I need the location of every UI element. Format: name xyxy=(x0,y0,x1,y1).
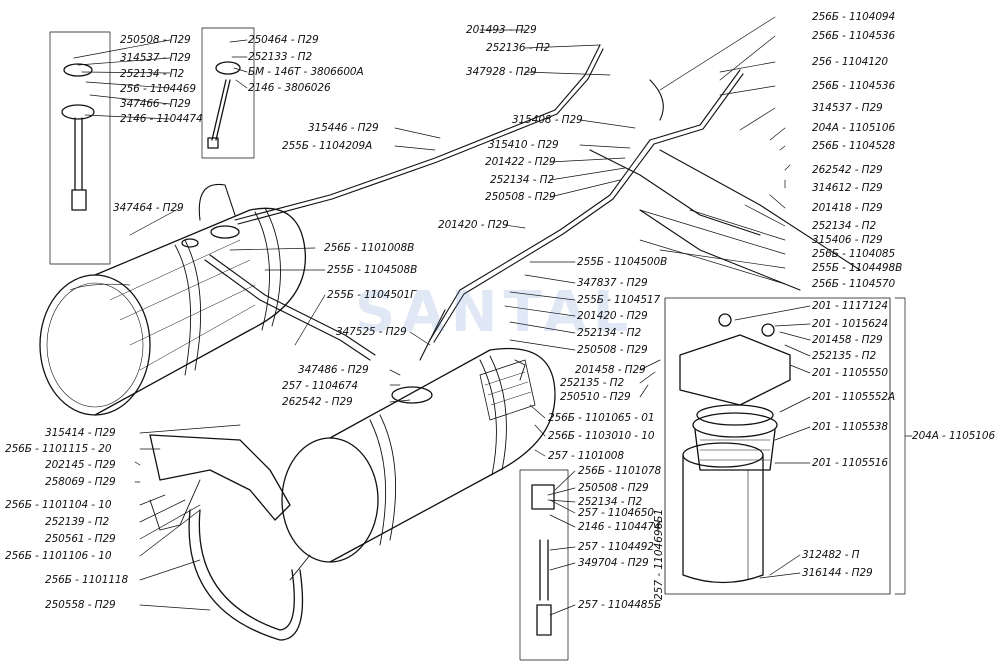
intake-tube-inset xyxy=(519,469,569,661)
fuel-lines xyxy=(198,44,861,361)
part-label: 314537 - П29 xyxy=(812,102,883,114)
part-label: 262542 - П29 xyxy=(282,396,353,408)
part-label: 256Б - 1101078 xyxy=(578,465,662,477)
part-label: 204А - 1105106 xyxy=(912,430,996,442)
leader-lines xyxy=(73,16,913,616)
part-label: 201422 - П29 xyxy=(485,156,556,168)
part-label: 2146 - 3806026 xyxy=(248,82,331,94)
part-label: 201420 - П29 xyxy=(577,310,648,322)
part-label: 347464 - П29 xyxy=(113,202,184,214)
part-label: 250508 - П29 xyxy=(120,34,191,46)
part-label: 256Б - 1101115 - 20 xyxy=(5,443,112,455)
level-sensor-inset xyxy=(201,27,255,159)
part-label: 201 - 1105552А xyxy=(812,391,896,403)
part-label: 255Б - 1104498В xyxy=(812,262,903,274)
part-label: БМ - 146Т - 3806600А xyxy=(248,66,364,78)
part-label: 204А - 1105106 xyxy=(812,122,896,134)
part-label: 202145 - П29 xyxy=(45,459,116,471)
part-label: 256Б - 1103010 - 10 xyxy=(548,430,655,442)
part-label: 201 - 1117124 xyxy=(812,300,888,312)
part-label: 201458 - П29 xyxy=(812,334,883,346)
part-label: 201 - 1105538 xyxy=(812,421,888,433)
part-label: 347466 - П29 xyxy=(120,98,191,110)
part-label: 256Б - 1101118 xyxy=(45,574,129,586)
middle-fuel-tank xyxy=(281,347,556,563)
watermark-text: SANTAL xyxy=(355,280,635,345)
part-label: 2146 - 1104474 xyxy=(578,521,661,533)
part-label: 315446 - П29 xyxy=(308,122,379,134)
part-label: 250508 - П29 xyxy=(577,344,648,356)
part-label: 257 - 1104485Б xyxy=(578,599,662,611)
part-label: 257 - 1104650 xyxy=(578,507,654,519)
part-label: 252135 - П2 xyxy=(560,377,625,389)
tank-bracket xyxy=(149,434,311,641)
part-label: 250558 - П29 xyxy=(45,599,116,611)
part-label: 201 - 1105550 xyxy=(812,367,888,379)
part-label: 201458 - П29 xyxy=(575,364,646,376)
part-label: 252135 - П2 xyxy=(812,350,877,362)
part-label: 256Б - 1104536 xyxy=(812,30,896,42)
part-label: 255Б - 1104500В xyxy=(577,256,668,268)
part-label: 201418 - П29 xyxy=(812,202,883,214)
part-label: 252133 - П2 xyxy=(248,51,313,63)
part-label: 256Б - 1101065 - 01 xyxy=(548,412,655,424)
part-label: 316144 - П29 xyxy=(802,567,873,579)
part-label: 252134 - П2 xyxy=(120,68,185,80)
part-label: 250510 - П29 xyxy=(560,391,631,403)
part-label: 256Б - 1101104 - 10 xyxy=(5,499,112,511)
part-label: 256Б - 1104094 xyxy=(812,11,896,23)
part-label: 256Б - 1104570 xyxy=(812,278,896,290)
part-label: 256Б - 1101106 - 10 xyxy=(5,550,112,562)
part-label: 315410 - П29 xyxy=(488,139,559,151)
part-label: 252134 - П2 xyxy=(812,220,877,232)
part-label: 255Б - 1104508В xyxy=(327,264,418,276)
part-label: 347525 - П29 xyxy=(336,326,407,338)
part-label: 257 - 1104492 xyxy=(578,541,654,553)
part-label: 250561 - П29 xyxy=(45,533,116,545)
part-label: 347928 - П29 xyxy=(466,66,537,78)
part-label: 314537 - П29 xyxy=(120,52,191,64)
left-fuel-tank xyxy=(39,207,307,416)
fuel-filter xyxy=(664,297,891,595)
part-label: 257 - 1104674 xyxy=(282,380,358,392)
part-label: 252134 - П2 xyxy=(577,327,642,339)
part-label: 256 - 1104469 xyxy=(120,83,196,95)
part-label: 250508 - П29 xyxy=(578,482,649,494)
part-label: 252134 - П2 xyxy=(578,496,643,508)
part-label: 252134 - П2 xyxy=(490,174,555,186)
part-label: 2146 - 1104474 xyxy=(120,113,203,125)
part-label: 257 - 1101008 xyxy=(548,450,624,462)
part-label: 256Б - 1104528 xyxy=(812,140,896,152)
part-label: 255Б - 1104517 xyxy=(577,294,661,306)
part-label: 315414 - П29 xyxy=(45,427,116,439)
fuel-gauge-sender-inset xyxy=(49,31,111,265)
part-label: 252136 - П2 xyxy=(486,42,551,54)
part-label: 256 - 1104120 xyxy=(812,56,888,68)
part-label: 256Б - 1101008В xyxy=(324,242,415,254)
part-label: 201493 - П29 xyxy=(466,24,537,36)
part-label: 201 - 1015624 xyxy=(812,318,888,330)
part-label: 250464 - П29 xyxy=(248,34,319,46)
part-label: 312482 - П xyxy=(802,549,860,561)
part-label: 250508 - П29 xyxy=(485,191,556,203)
part-label: 314612 - П29 xyxy=(812,182,883,194)
part-label: 347486 - П29 xyxy=(298,364,369,376)
part-label: 255Б - 1104209А xyxy=(282,140,373,152)
part-label: 256Б - 1104536 xyxy=(812,80,896,92)
part-label: 258069 - П29 xyxy=(45,476,116,488)
part-label-vertical: 257 - 1104696Б1 xyxy=(653,508,665,600)
part-label: 315406 - П29 xyxy=(812,234,883,246)
part-label: 262542 - П29 xyxy=(812,164,883,176)
part-label: 256Б - 1104085 xyxy=(812,248,896,260)
part-label: 255Б - 1104501Г xyxy=(327,289,416,301)
part-label: 252139 - П2 xyxy=(45,516,110,528)
part-label: 201420 - П29 xyxy=(438,219,509,231)
part-label: 201 - 1105516 xyxy=(812,457,888,469)
part-label: 315408 - П29 xyxy=(512,114,583,126)
part-label: 347837 - П29 xyxy=(577,277,648,289)
part-label: 349704 - П29 xyxy=(578,557,649,569)
